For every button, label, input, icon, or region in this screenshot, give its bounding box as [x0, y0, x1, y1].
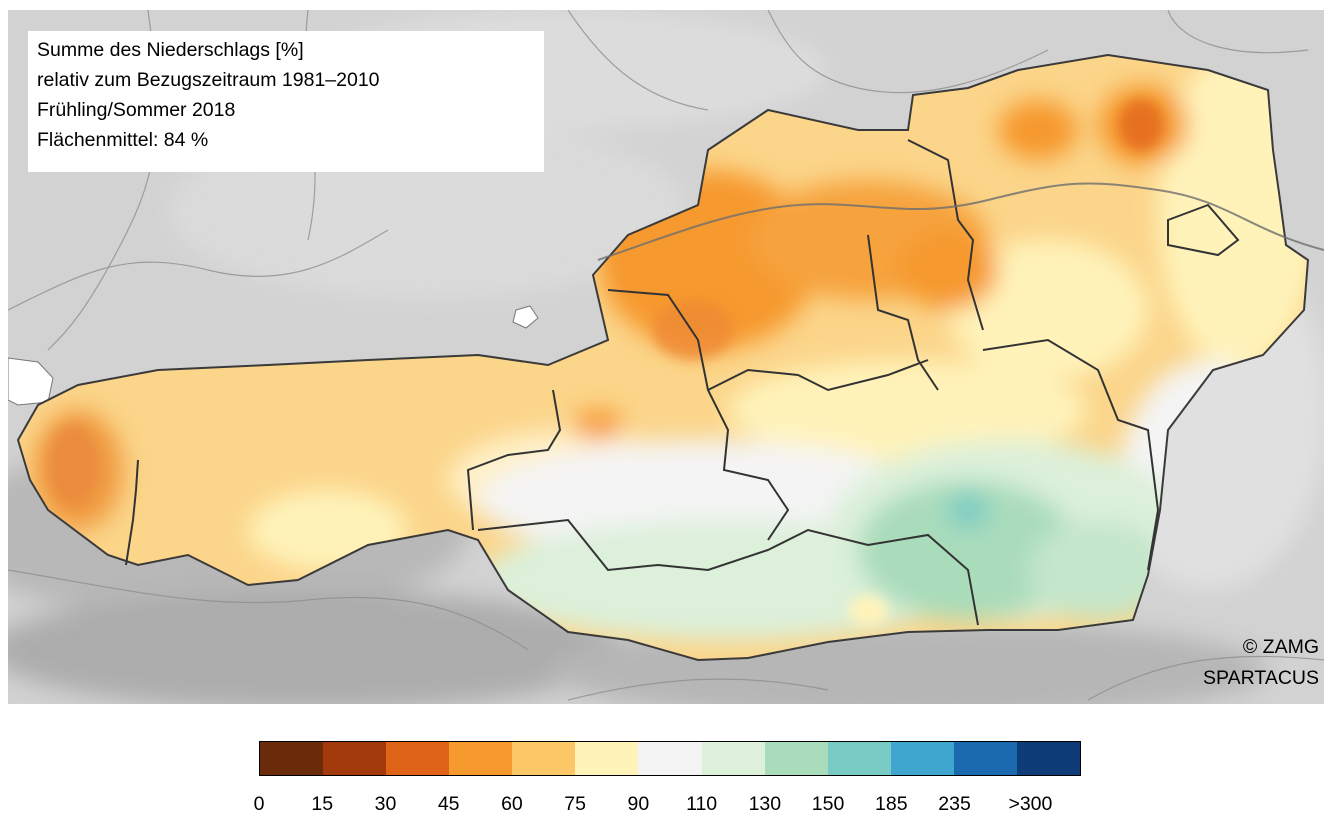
legend-tick-label: 90 [627, 793, 650, 815]
legend-swatch [386, 742, 450, 775]
color-legend-bar [259, 741, 1081, 776]
legend-swatch [638, 742, 702, 775]
legend-swatch [827, 742, 891, 775]
copyright-label: © ZAMG [1242, 636, 1319, 658]
map-credits: © ZAMG SPARTACUS [1203, 632, 1319, 694]
state-borders [125, 139, 1240, 626]
color-legend-labels: 0 15 30 45 60 75 90 110 130 150 185 235 >300 [0, 793, 1325, 819]
legend-tick-label: 45 [437, 793, 460, 815]
map-info-box: Summe des Niederschlags [%] relativ zum … [28, 31, 544, 172]
legend-swatch [575, 742, 639, 775]
legend-tick-label: 30 [374, 793, 397, 815]
legend-tick-label: 150 [811, 793, 845, 815]
source-label: SPARTACUS [1203, 667, 1319, 689]
legend-swatch [1016, 742, 1081, 775]
legend-swatch [323, 742, 387, 775]
legend-tick-label: 0 [253, 793, 265, 815]
legend-swatch [953, 742, 1017, 775]
legend-tick-label: 235 [938, 793, 971, 815]
info-line-area-mean: Flächenmittel: 84 % [37, 129, 209, 151]
legend-swatch [701, 742, 765, 775]
legend-tick-label: 75 [564, 793, 586, 815]
legend-swatch [260, 742, 324, 775]
info-line-reference-period: relativ zum Bezugszeitraum 1981–2010 [37, 69, 380, 91]
legend-swatch [890, 742, 954, 775]
info-line-season: Frühling/Sommer 2018 [37, 99, 236, 121]
legend-swatch [512, 742, 576, 775]
danube-river [597, 182, 1324, 261]
info-line-title: Summe des Niederschlags [%] [37, 39, 304, 61]
legend-tick-label: 130 [748, 793, 782, 815]
legend-tick-label: 185 [875, 793, 908, 815]
chiemsee [512, 305, 539, 329]
legend-swatch [449, 742, 513, 775]
legend-tick-label: >300 [1008, 793, 1053, 815]
legend-tick-label: 15 [311, 793, 334, 815]
legend-tick-label: 110 [686, 793, 718, 815]
legend-swatch [764, 742, 828, 775]
legend-tick-label: 60 [501, 793, 523, 815]
